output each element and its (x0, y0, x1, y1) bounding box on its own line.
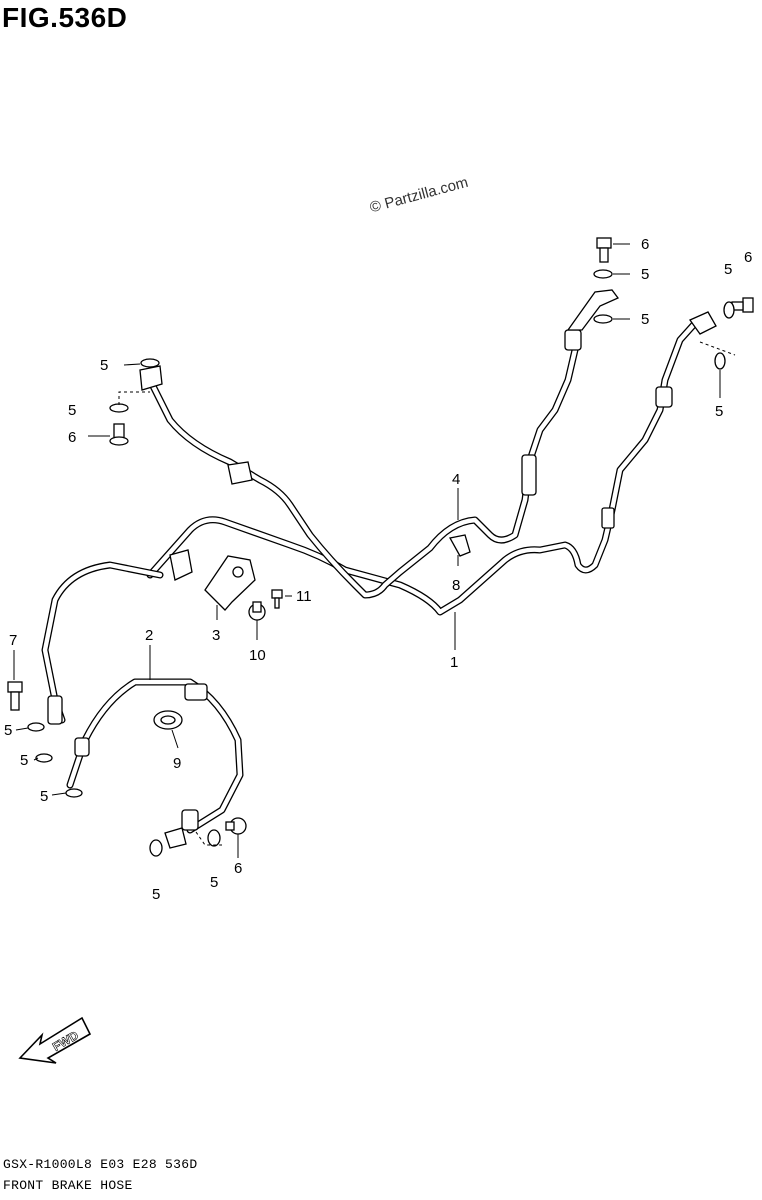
callout-5: 5 (4, 722, 12, 739)
bolt-part-10[interactable] (248, 601, 266, 621)
union-bolt-6-lower[interactable] (225, 817, 247, 835)
callout-6: 6 (234, 860, 242, 877)
callout-9: 9 (173, 755, 181, 772)
callout-6: 6 (68, 429, 76, 446)
callout-8: 8 (452, 577, 460, 594)
callout-5: 5 (641, 311, 649, 328)
hose-1[interactable] (146, 311, 717, 616)
callout-11: 11 (296, 588, 312, 605)
bolt-part-11[interactable] (271, 589, 283, 609)
clamp-part-9[interactable] (153, 710, 183, 730)
bracket-part-3[interactable] (169, 549, 256, 611)
union-bolt-6-top-center[interactable] (596, 237, 612, 263)
footer-model-code: GSX-R1000L8 E03 E28 536D (3, 1157, 198, 1172)
hose-2[interactable] (66, 678, 244, 849)
callout-10: 10 (249, 647, 266, 664)
callout-3: 3 (212, 627, 220, 644)
callout-5: 5 (724, 261, 732, 278)
bolt-part-7[interactable] (7, 681, 23, 711)
fwd-arrow: FWD (18, 1016, 92, 1064)
callout-6: 6 (744, 249, 752, 266)
callout-5: 5 (152, 886, 160, 903)
leader-lines (13, 243, 736, 858)
callout-5: 5 (715, 403, 723, 420)
hose-left-upper[interactable] (41, 561, 164, 725)
callout-1: 1 (450, 654, 458, 671)
figure-title: FIG.536D (2, 2, 128, 33)
callout-5: 5 (641, 266, 649, 283)
callout-5: 5 (40, 788, 48, 805)
hose-4[interactable] (139, 289, 620, 599)
callout-4: 4 (452, 471, 460, 488)
washers-5[interactable] (27, 269, 735, 857)
callout-7: 7 (9, 632, 17, 649)
callout-5: 5 (20, 752, 28, 769)
union-bolt-6-right[interactable] (731, 297, 754, 313)
callout-5: 5 (68, 402, 76, 419)
callout-2: 2 (145, 627, 153, 644)
callout-6: 6 (641, 236, 649, 253)
callout-5: 5 (100, 357, 108, 374)
union-bolt-6-upper-left[interactable] (109, 423, 129, 446)
callout-5: 5 (210, 874, 218, 891)
footer-figure-name: FRONT BRAKE HOSE (3, 1178, 133, 1193)
clamp-part-8[interactable] (448, 534, 471, 557)
callouts: 5 5 6 6 5 5 5 6 5 4 8 1 11 3 10 2 7 5 5 … (4, 236, 752, 903)
